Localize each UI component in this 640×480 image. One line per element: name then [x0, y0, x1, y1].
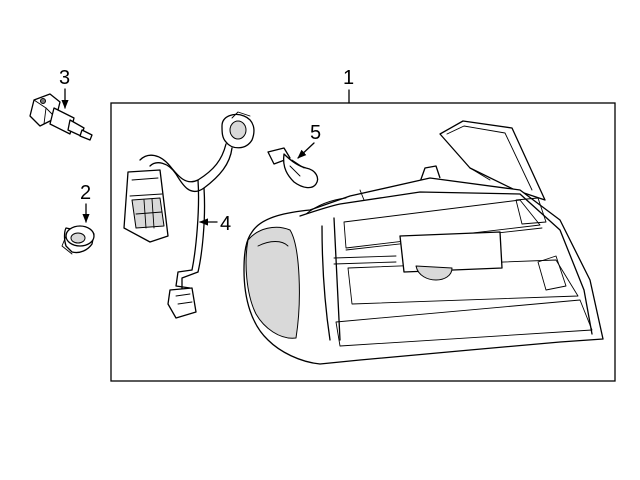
- callout-4: 4: [199, 213, 231, 235]
- callout-3-label: 3: [59, 67, 70, 89]
- callout-3: 3: [59, 67, 70, 109]
- socket-part: [29, 93, 93, 141]
- bulb-part: [267, 147, 319, 189]
- callout-1: 1: [343, 67, 354, 104]
- callout-1-label: 1: [343, 67, 354, 89]
- callout-2: 2: [80, 182, 91, 223]
- wiring-harness-part: [123, 111, 255, 319]
- callout-5-label: 5: [310, 122, 321, 144]
- callout-4-label: 4: [220, 213, 231, 235]
- assembly-frame: [110, 102, 616, 382]
- grommet-part: [61, 225, 95, 255]
- callout-2-label: 2: [80, 182, 91, 204]
- callout-5: 5: [297, 122, 321, 159]
- tail-lamp-assembly: [243, 120, 604, 365]
